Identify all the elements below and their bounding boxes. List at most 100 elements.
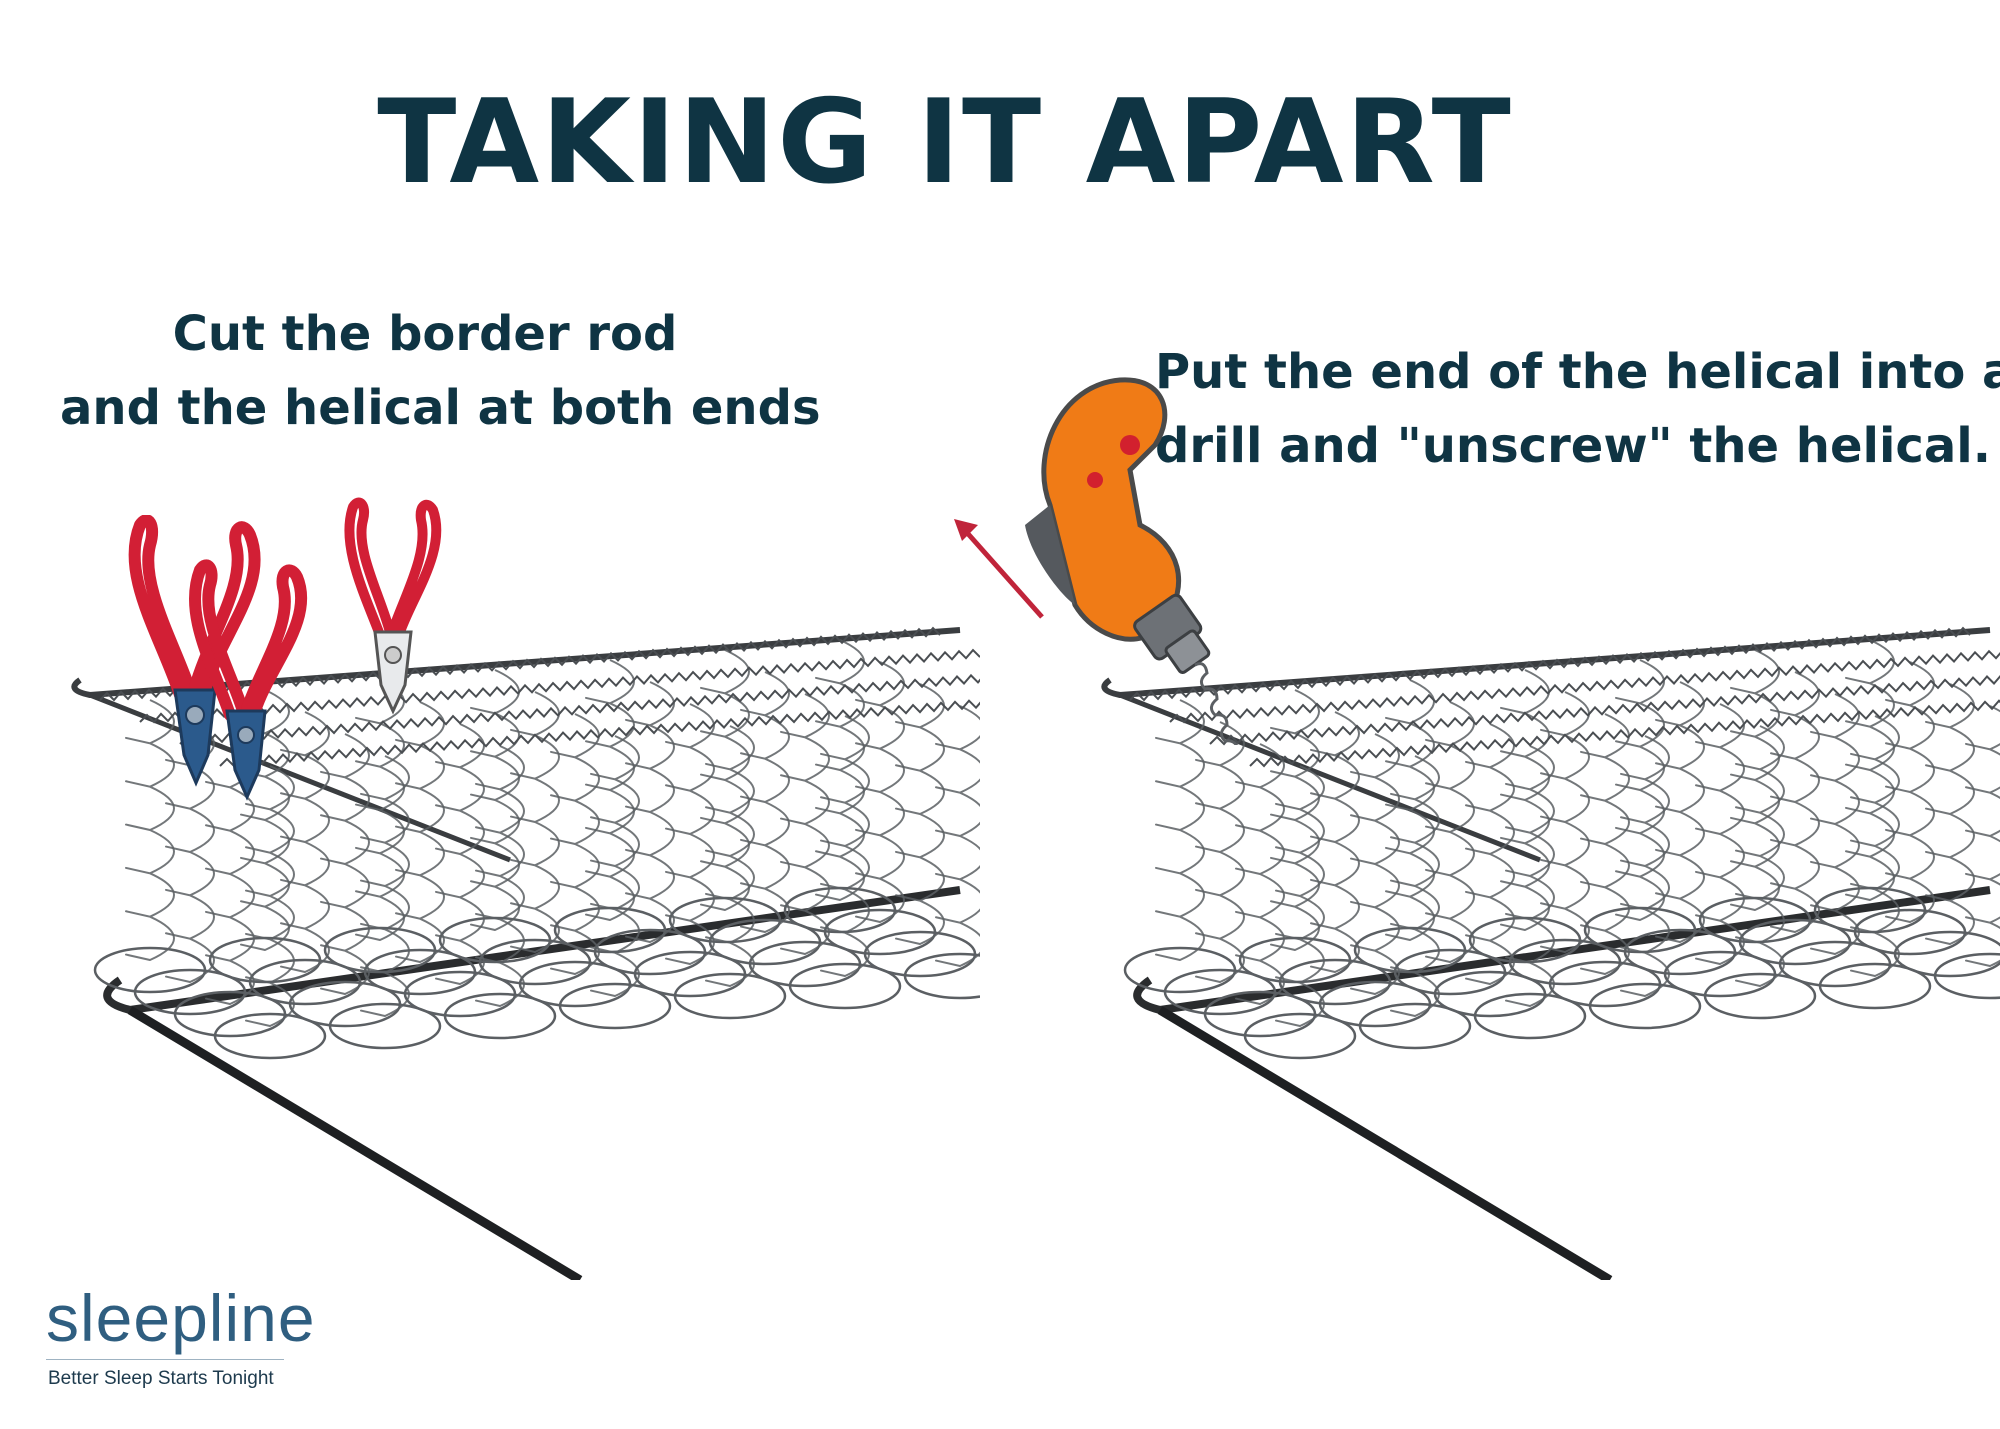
spring-grid: [71, 626, 980, 1280]
coil-base: [213, 1012, 327, 1060]
coil-spring: [1885, 661, 1935, 924]
pliers-icon: [128, 515, 261, 787]
coil-spring: [125, 699, 175, 962]
coil-spring: [1155, 699, 1205, 962]
helical-wire: [1129, 626, 1971, 702]
coil-base: [1243, 1012, 1357, 1060]
coil-spring: [1925, 683, 1975, 946]
helical-wire: [139, 648, 980, 724]
coil-spring: [320, 733, 370, 996]
helical-wire: [219, 699, 980, 768]
border-rod-front-top: [89, 692, 511, 863]
coil-spring: [820, 715, 870, 978]
border-rod-bottom: [103, 886, 961, 1015]
coil-spring: [1390, 755, 1440, 1018]
step-1-caption: Cut the border rod and the helical at bo…: [60, 297, 821, 445]
coil-spring: [1850, 715, 1900, 978]
spring-grid: [1101, 626, 2000, 1280]
brand-name: sleepline: [46, 1281, 316, 1355]
helical-wire: [1169, 649, 2000, 724]
coil-spring: [1465, 723, 1515, 986]
coil-spring: [1235, 743, 1285, 1006]
coil-base: [1933, 952, 2000, 1000]
coil-base: [1473, 992, 1587, 1040]
coil-spring: [1580, 713, 1630, 976]
spring-unit-image-right: [1101, 626, 2000, 1280]
coil-spring: [700, 649, 750, 912]
coil-base: [443, 992, 557, 1040]
helical-wire: [1249, 699, 2000, 768]
coil-base: [1818, 962, 1932, 1010]
coil-spring: [1350, 733, 1400, 996]
border-rod-top: [71, 627, 961, 699]
border-rod-front: [127, 1006, 583, 1280]
coil-spring: [855, 661, 905, 924]
step-2-line-2: drill and "unscrew" the helical.: [1155, 418, 1991, 474]
coil-spring: [280, 711, 330, 974]
coil-spring: [740, 671, 790, 934]
coil-spring: [1655, 681, 1705, 944]
coil-spring: [665, 703, 715, 966]
coil-spring: [205, 743, 255, 1006]
pliers-icon: [189, 559, 308, 801]
border-rod-front-top: [1119, 692, 1541, 863]
coil-base: [1588, 982, 1702, 1030]
helical-wire: [1209, 675, 2000, 746]
coil-spring: [1270, 689, 1320, 952]
page-title: TAKING IT APART: [377, 75, 1513, 210]
border-rod-top: [1101, 627, 1991, 699]
coil-spring: [1615, 659, 1665, 922]
coil-spring: [1965, 705, 2000, 968]
coil-spring: [780, 693, 830, 956]
coil-base: [1893, 930, 2000, 978]
coil-base: [788, 962, 902, 1010]
coil-spring: [355, 679, 405, 942]
coil-spring: [1735, 725, 1785, 988]
border-rod-bottom: [1133, 886, 1991, 1015]
coil-spring: [815, 639, 865, 902]
coil-spring: [395, 701, 445, 964]
drill-icon: [1025, 377, 1238, 745]
coil-spring: [585, 659, 635, 922]
coil-spring: [625, 681, 675, 944]
coil-spring: [1385, 679, 1435, 942]
coil-spring: [245, 765, 295, 1028]
border-rod-front: [1157, 1006, 1613, 1280]
coil-spring: [435, 723, 485, 986]
coil-base: [1703, 972, 1817, 1020]
coil-spring: [1730, 649, 1780, 912]
arrow-icon: [954, 519, 1044, 619]
coil-spring: [240, 689, 290, 952]
coil-base: [328, 1002, 442, 1050]
step-2-line-1: Put the end of the helical into a: [1155, 344, 2000, 400]
coil-spring: [1195, 721, 1245, 984]
coil-spring: [705, 725, 755, 988]
pliers-icon: [344, 497, 442, 715]
brand-divider: [46, 1359, 284, 1360]
coil-spring: [1620, 735, 1670, 998]
helical-wire: [179, 673, 980, 746]
coil-spring: [360, 755, 410, 1018]
step-2-caption: Put the end of the helical into a drill …: [1155, 335, 2000, 483]
coil-spring: [1310, 711, 1360, 974]
step-1-line-2: and the helical at both ends: [60, 380, 821, 436]
coil-spring: [1505, 745, 1555, 1008]
coil-spring: [895, 683, 945, 946]
brand-tagline: Better Sleep Starts Tonight: [48, 1368, 274, 1389]
coil-spring: [550, 713, 600, 976]
step-1-line-1: Cut the border rod: [172, 306, 678, 362]
coil-base: [673, 972, 787, 1020]
coil-spring: [1695, 703, 1745, 966]
coil-base: [1358, 1002, 1472, 1050]
spring-unit-image-left: [71, 626, 980, 1280]
coil-base: [903, 952, 980, 1000]
coil-spring: [590, 735, 640, 998]
coil-spring: [1810, 693, 1860, 956]
coil-spring: [1770, 671, 1820, 934]
coil-spring: [1275, 765, 1325, 1028]
coil-spring: [1425, 701, 1475, 964]
coil-spring: [935, 705, 980, 968]
coil-base: [558, 982, 672, 1030]
brand-logo: sleepline Better Sleep Starts Tonight: [42, 1281, 316, 1390]
coil-spring: [475, 745, 525, 1008]
